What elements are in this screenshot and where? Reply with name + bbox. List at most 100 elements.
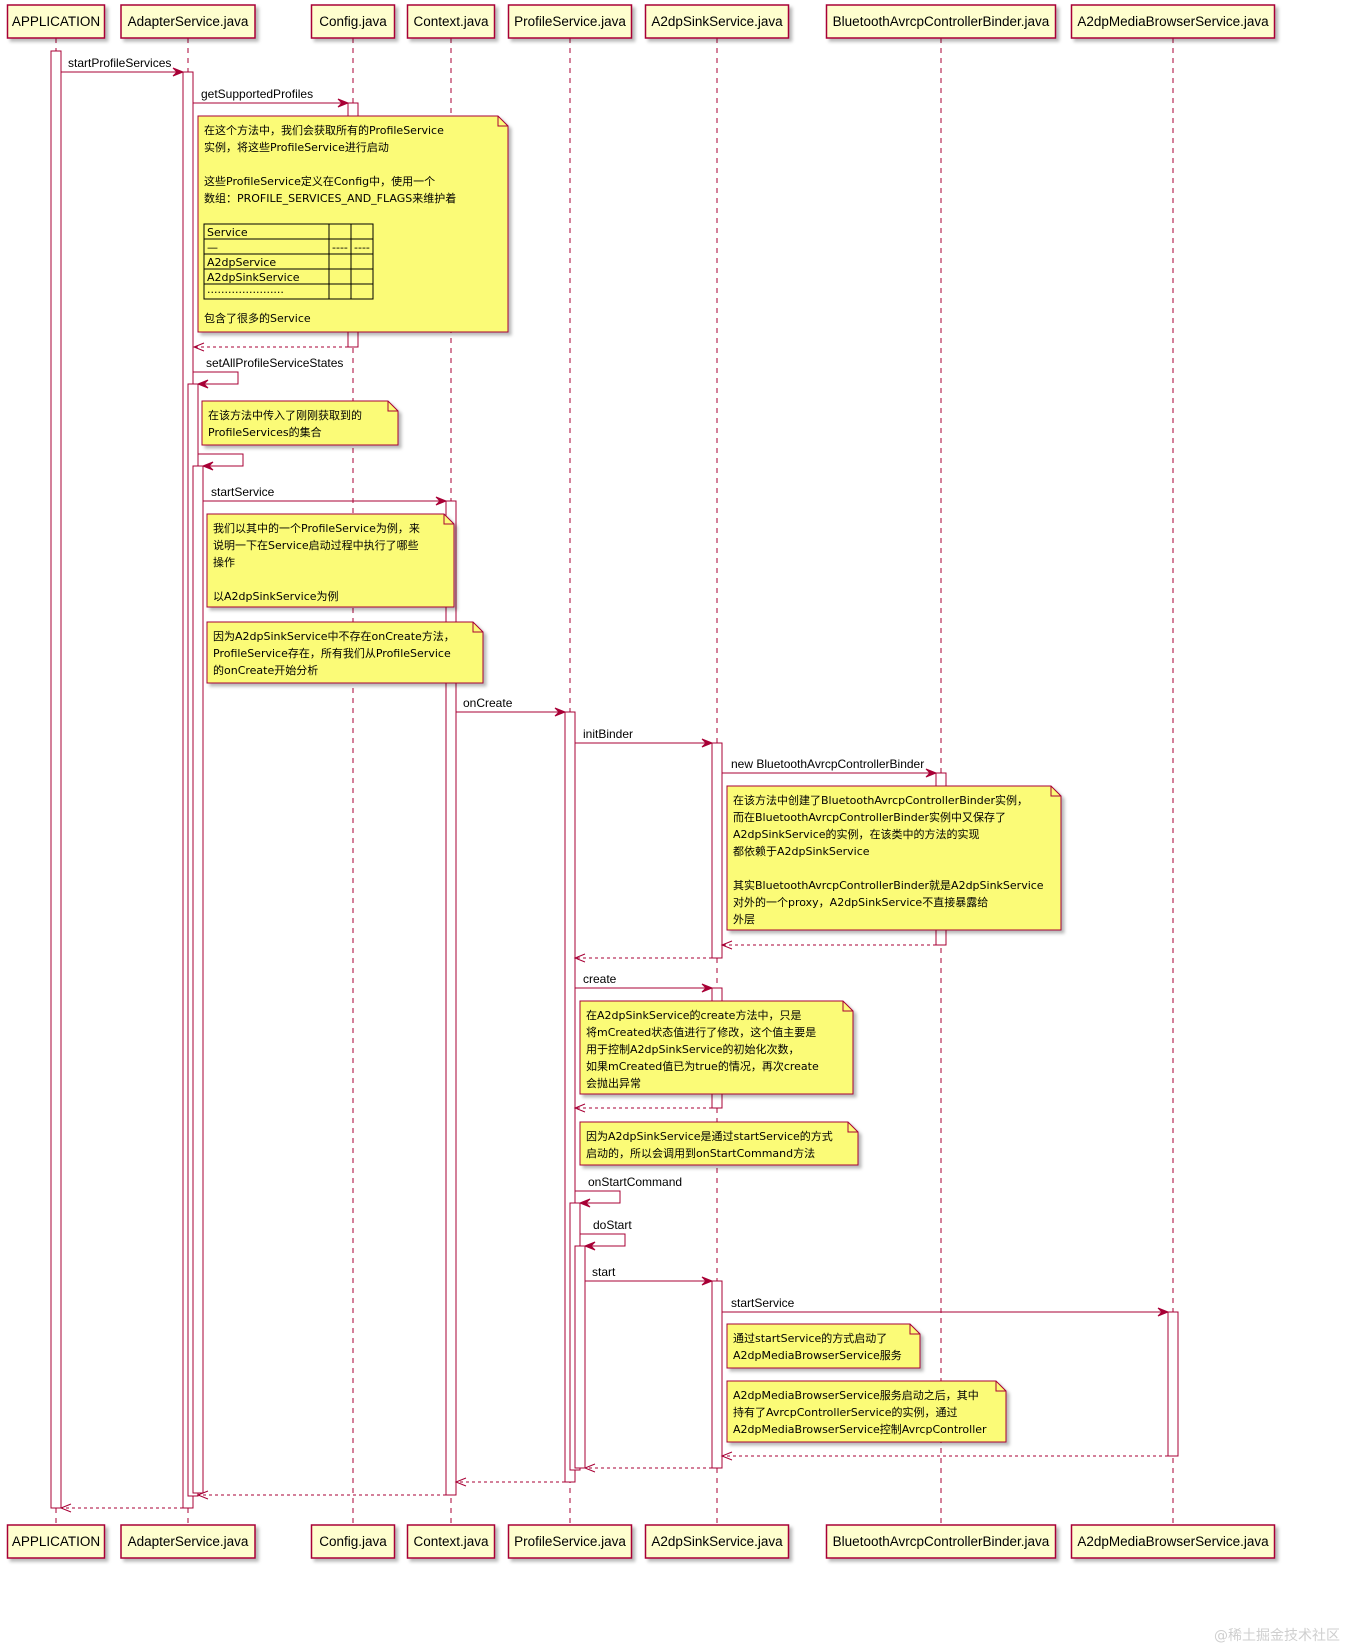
activation-app <box>50 50 62 1509</box>
participant-adapter-bottom: AdapterService.java <box>120 1524 256 1559</box>
participant-binder-bottom: BluetoothAvrcpControllerBinder.java <box>825 1524 1057 1559</box>
note-table-cell: A2dpSinkService <box>207 271 300 284</box>
arrowhead <box>172 67 185 77</box>
note-body <box>201 400 399 446</box>
message-label: create <box>583 972 617 986</box>
note-text: 在这个方法中，我们会获取所有的ProfileService <box>204 123 444 137</box>
arrowhead <box>573 953 586 963</box>
arrowhead <box>720 1451 733 1461</box>
note-body <box>579 1121 859 1166</box>
participants: APPLICATION APPLICATION AdapterService.jav… <box>6 4 1276 1559</box>
participant-label: A2dpSinkService.java <box>651 14 783 29</box>
self-message-line <box>193 371 239 385</box>
note-text: 因为A2dpSinkService中不存在onCreate方法， <box>213 629 455 643</box>
participant-binder-top: BluetoothAvrcpControllerBinder.java <box>825 4 1057 39</box>
note-text: 启动的，所以会调用到onStartCommand方法 <box>586 1146 815 1160</box>
note-text: 如果mCreated值已为true的情况，再次create <box>586 1059 819 1073</box>
arrowhead <box>201 461 214 471</box>
note-text: 其实BluetoothAvrcpControllerBinder就是A2dpSi… <box>733 878 1044 892</box>
note-fold <box>1050 786 1061 797</box>
message-label: new BluetoothAvrcpControllerBinder <box>731 757 924 771</box>
note-text: 包含了很多的Service <box>204 311 311 325</box>
participant-label: A2dpMediaBrowserService.java <box>1077 14 1269 29</box>
note-text: A2dpMediaBrowserService服务启动之后，其中 <box>733 1388 979 1402</box>
arrowhead <box>573 1103 586 1113</box>
arrowhead <box>925 768 938 778</box>
participant-browser-bottom: A2dpMediaBrowserService.java <box>1070 1524 1276 1559</box>
note-text: 通过startService的方式启动了 <box>733 1331 887 1345</box>
note-fold <box>995 1381 1006 1392</box>
note-fold <box>847 1122 858 1133</box>
note-text: 这些ProfileService定义在Config中，使用一个 <box>204 174 435 188</box>
arrowhead <box>701 983 714 993</box>
note-text: 对外的一个proxy，A2dpSinkService不直接暴露给 <box>733 895 988 909</box>
participant-context-top: Context.java <box>406 4 496 39</box>
note-table-cell: ---- <box>332 241 348 254</box>
note-fold <box>842 1001 853 1012</box>
note-n9: A2dpMediaBrowserService服务启动之后，其中持有了Avrcp… <box>726 1380 1007 1443</box>
participant-app-top: APPLICATION <box>6 4 106 39</box>
message-label: startService <box>731 1296 795 1310</box>
participant-app-bottom: APPLICATION <box>6 1524 106 1559</box>
note-text: 用于控制A2dpSinkService的初始化次数， <box>586 1042 800 1056</box>
note-text: 而在BluetoothAvrcpControllerBinder实例中又保存了 <box>733 810 1006 824</box>
note-n7: 因为A2dpSinkService是通过startService的方式启动的，所… <box>579 1121 859 1166</box>
message-label: startService <box>211 485 275 499</box>
note-table-cell: ---- <box>354 241 370 254</box>
participant-browser-top: A2dpMediaBrowserService.java <box>1070 4 1276 39</box>
self-message-line <box>580 1233 626 1247</box>
participant-profile-top: ProfileService.java <box>507 4 633 39</box>
note-body <box>206 621 484 684</box>
participant-label: BluetoothAvrcpControllerBinder.java <box>833 1534 1050 1549</box>
activation-profile <box>574 1245 586 1469</box>
note-text: 外层 <box>733 913 755 926</box>
participant-label: Context.java <box>413 14 489 29</box>
participant-config-bottom: Config.java <box>310 1524 396 1559</box>
watermark: @稀土掘金技术社区 <box>1214 1628 1340 1644</box>
arrowhead <box>192 342 205 352</box>
participant-label: AdapterService.java <box>128 14 249 29</box>
arrowhead <box>435 496 448 506</box>
arrowhead <box>583 1241 596 1251</box>
note-text: 因为A2dpSinkService是通过startService的方式 <box>586 1129 833 1143</box>
arrowhead <box>337 98 350 108</box>
activation-profile <box>564 711 576 1483</box>
activation-context <box>445 500 457 1496</box>
note-n1: 在这个方法中，我们会获取所有的ProfileService实例，将这些Profi… <box>197 115 509 333</box>
participant-profile-bottom: ProfileService.java <box>507 1524 633 1559</box>
participant-label: APPLICATION <box>12 14 100 29</box>
arrowhead <box>196 379 209 389</box>
participant-context-bottom: Context.java <box>406 1524 496 1559</box>
note-body <box>579 1000 854 1095</box>
message-label: getSupportedProfiles <box>201 87 313 101</box>
arrowhead <box>1157 1307 1170 1317</box>
arrowhead <box>583 1463 596 1473</box>
note-text: 会抛出异常 <box>586 1076 641 1090</box>
note-table-cell: ······················ <box>207 286 284 299</box>
participant-label: ProfileService.java <box>514 14 626 29</box>
participant-label: A2dpMediaBrowserService.java <box>1077 1534 1269 1549</box>
notes: 在这个方法中，我们会获取所有的ProfileService实例，将这些Profi… <box>197 115 1062 1443</box>
participant-label: A2dpSinkService.java <box>651 1534 783 1549</box>
note-body <box>726 1323 921 1369</box>
message-label: doStart <box>593 1218 632 1232</box>
note-text: 以A2dpSinkService为例 <box>213 589 339 603</box>
participant-label: Context.java <box>413 1534 489 1549</box>
activation-sink <box>711 742 723 959</box>
note-table-cell: — <box>207 241 218 254</box>
participant-adapter-top: AdapterService.java <box>120 4 256 39</box>
note-text: A2dpMediaBrowserService控制AvrcpController <box>733 1422 987 1436</box>
self-message-line <box>575 1190 621 1204</box>
participant-label: Config.java <box>319 14 387 29</box>
note-n6: 在A2dpSinkService的create方法中，只是将mCreated状态… <box>579 1000 854 1095</box>
message-label: onStartCommand <box>588 1175 682 1189</box>
activation-adapter <box>192 465 204 1494</box>
note-fold <box>472 622 483 633</box>
note-n4: 因为A2dpSinkService中不存在onCreate方法，ProfileS… <box>206 621 484 684</box>
participant-sink-bottom: A2dpSinkService.java <box>644 1524 790 1559</box>
note-text: 在该方法中创建了BluetoothAvrcpControllerBinder实例… <box>733 793 1028 807</box>
note-text: 将mCreated状态值进行了修改，这个值主要是 <box>586 1025 816 1039</box>
note-fold <box>387 401 398 412</box>
